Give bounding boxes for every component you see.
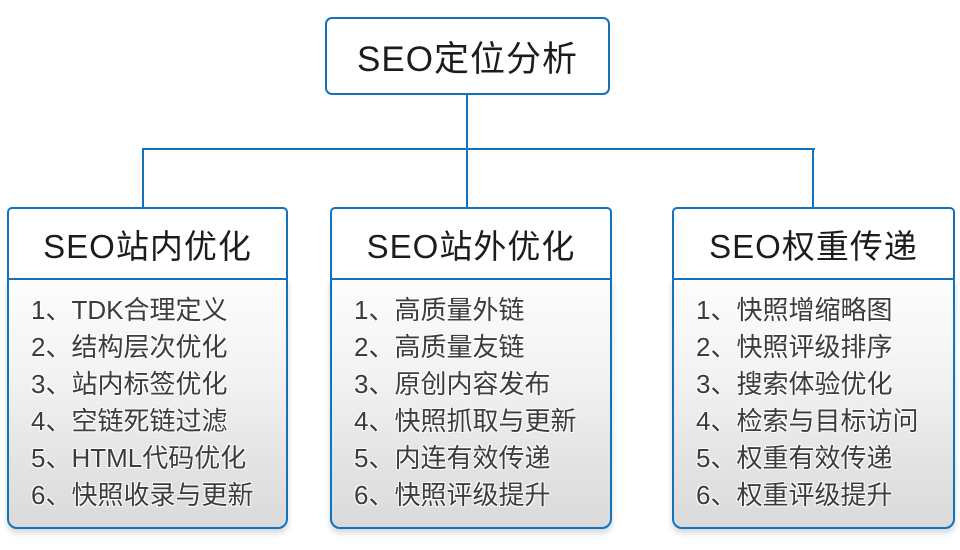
column-header: SEO站外优化 xyxy=(330,207,612,280)
branch-column-onsite: SEO站内优化 1、TDK合理定义 2、结构层次优化 3、站内标签优化 4、空链… xyxy=(7,207,288,529)
list-item: 4、检索与目标访问 xyxy=(696,406,919,436)
list-item: 2、高质量友链 xyxy=(354,332,525,362)
column-body: 1、快照增缩略图 2、快照评级排序 3、搜索体验优化 4、检索与目标访问 5、权… xyxy=(672,278,955,529)
column-title: SEO站内优化 xyxy=(43,227,252,265)
list-item: 4、空链死链过滤 xyxy=(31,406,228,436)
list-item: 5、权重有效传递 xyxy=(696,443,893,473)
root-node: SEO定位分析 xyxy=(325,17,610,95)
list-item: 3、搜索体验优化 xyxy=(696,369,893,399)
list-item: 2、结构层次优化 xyxy=(31,332,228,362)
connector-drop-center xyxy=(466,148,468,208)
list-item: 1、TDK合理定义 xyxy=(31,295,228,325)
list-item: 4、快照抓取与更新 xyxy=(354,406,577,436)
column-title: SEO站外优化 xyxy=(366,227,576,265)
list-item: 6、权重评级提升 xyxy=(696,480,893,510)
connector-drop-right xyxy=(812,148,814,208)
column-body: 1、TDK合理定义 2、结构层次优化 3、站内标签优化 4、空链死链过滤 5、H… xyxy=(7,278,288,529)
branch-column-weight: SEO权重传递 1、快照增缩略图 2、快照评级排序 3、搜索体验优化 4、检索与… xyxy=(672,207,955,529)
list-item: 1、快照增缩略图 xyxy=(696,295,893,325)
column-body: 1、高质量外链 2、高质量友链 3、原创内容发布 4、快照抓取与更新 5、内连有… xyxy=(330,278,612,529)
column-title: SEO权重传递 xyxy=(709,227,918,265)
list-item: 3、站内标签优化 xyxy=(31,369,228,399)
list-item: 6、快照收录与更新 xyxy=(31,480,254,510)
column-header: SEO权重传递 xyxy=(672,207,955,280)
connector-root-vertical xyxy=(466,93,468,150)
list-item: 6、快照评级提升 xyxy=(354,480,551,510)
list-item: 5、HTML代码优化 xyxy=(31,443,247,473)
connector-horizontal xyxy=(142,148,815,150)
root-node-title: SEO定位分析 xyxy=(357,39,578,79)
list-item: 3、原创内容发布 xyxy=(354,369,551,399)
list-item: 1、高质量外链 xyxy=(354,295,525,325)
list-item: 5、内连有效传递 xyxy=(354,443,551,473)
connector-drop-left xyxy=(142,148,144,208)
list-item: 2、快照评级排序 xyxy=(696,332,893,362)
branch-column-offsite: SEO站外优化 1、高质量外链 2、高质量友链 3、原创内容发布 4、快照抓取与… xyxy=(330,207,612,529)
column-header: SEO站内优化 xyxy=(7,207,288,280)
